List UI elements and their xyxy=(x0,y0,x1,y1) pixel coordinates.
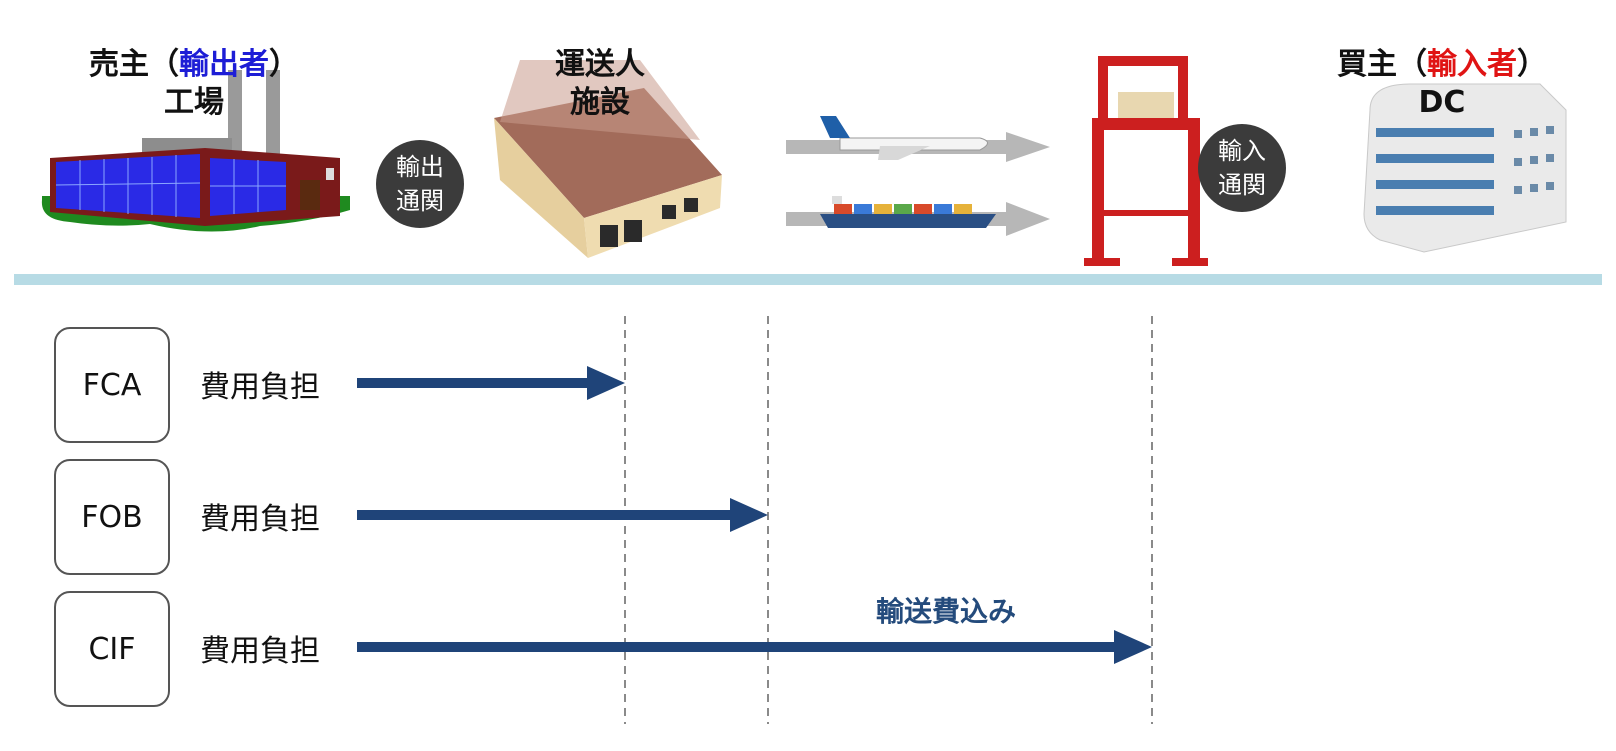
seller-facility-label: 工場 xyxy=(164,85,224,120)
cost-arrow-head-fob xyxy=(730,498,768,532)
cost-arrow-head-fca xyxy=(587,366,625,400)
seller-title: 売主（輸出者） 工場 xyxy=(74,46,314,122)
seller-title-prefix: 売主（ xyxy=(89,47,179,82)
cost-arrow-shaft-fob xyxy=(357,510,732,520)
carrier-title: 運送人 施設 xyxy=(540,46,660,122)
seller-title-suffix: ） xyxy=(269,47,299,82)
cargo-ship-icon xyxy=(786,196,1050,236)
export-customs-line1: 輸出 xyxy=(396,153,444,181)
import-customs-line2: 通関 xyxy=(1218,171,1266,199)
factory-icon xyxy=(41,70,350,232)
export-customs-badge: 輸出 通関 xyxy=(376,140,464,228)
term-box-fca: FCA xyxy=(54,327,170,443)
cost-label-fca: 費用負担 xyxy=(200,370,320,405)
seller-role-label: 輸出者 xyxy=(179,47,269,82)
cost-arrow-shaft-fca xyxy=(357,378,589,388)
airplane-icon xyxy=(786,116,1050,162)
cost-arrow-shaft-cif xyxy=(357,642,1116,652)
buyer-role-label: 輸入者 xyxy=(1427,47,1517,82)
cost-label-fob: 費用負担 xyxy=(200,502,320,537)
term-code-fob: FOB xyxy=(81,499,143,535)
distribution-center-icon xyxy=(1363,83,1567,253)
buyer-facility-label: DC xyxy=(1418,85,1466,120)
term-code-fca: FCA xyxy=(82,367,142,403)
term-code-cif: CIF xyxy=(88,631,136,667)
import-customs-line1: 輸入 xyxy=(1218,137,1266,165)
cost-arrow-head-cif xyxy=(1114,630,1152,664)
export-customs-line2: 通関 xyxy=(396,187,444,215)
gantry-crane-icon xyxy=(1084,56,1208,266)
carrier-label: 運送人 xyxy=(555,47,645,82)
term-box-fob: FOB xyxy=(54,459,170,575)
illustration-layer xyxy=(41,56,1567,266)
section-divider xyxy=(14,274,1602,285)
cost-label-cif: 費用負担 xyxy=(200,634,320,669)
buyer-title-suffix: ） xyxy=(1517,47,1547,82)
buyer-title: 買主（輸入者） DC xyxy=(1324,46,1560,122)
freight-included-label: 輸送費込み xyxy=(876,595,1017,628)
import-customs-badge: 輸入 通関 xyxy=(1198,124,1286,212)
term-box-cif: CIF xyxy=(54,591,170,707)
carrier-facility-label: 施設 xyxy=(570,85,630,120)
buyer-title-prefix: 買主（ xyxy=(1337,47,1427,82)
warehouse-icon xyxy=(494,60,722,258)
